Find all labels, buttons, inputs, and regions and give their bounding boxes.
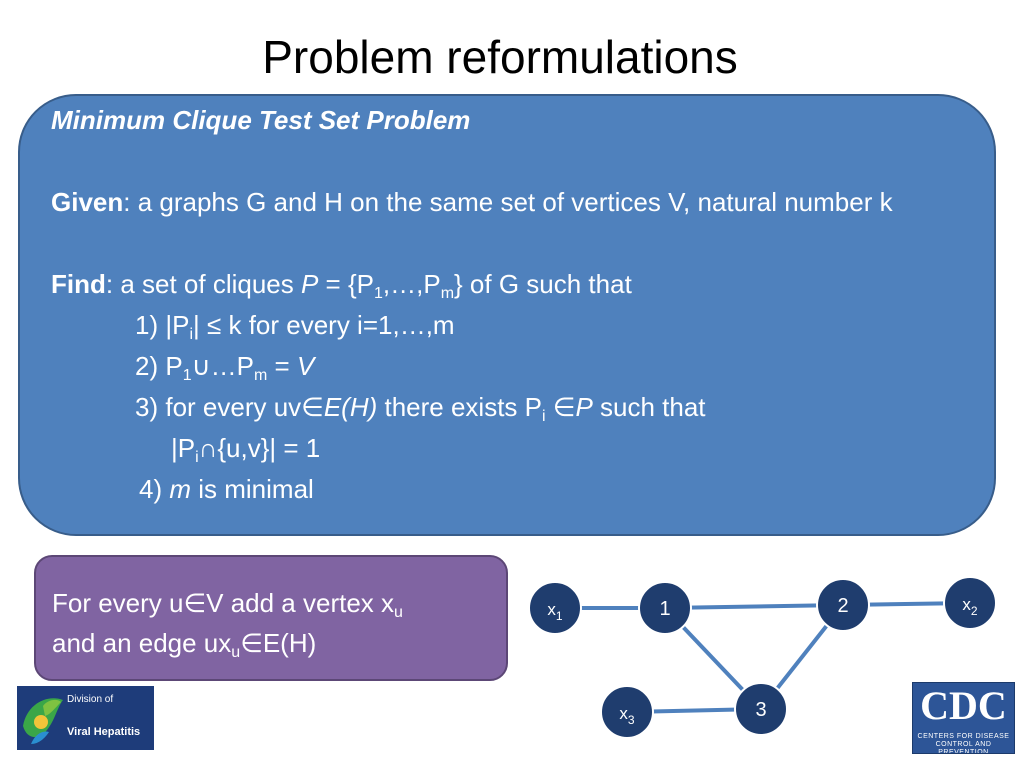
graph-node-label-x1: x1 (547, 600, 563, 623)
cdc-sub-line-2: CONTROL AND PREVENTION (935, 741, 992, 754)
find-line: Find: a set of cliques P = {P1,…,Pm} of … (51, 269, 632, 302)
graph-node-label-n3: 3 (755, 699, 766, 721)
dvh-division-text: Division of (67, 694, 114, 705)
graph-node-x3: x3 (600, 685, 654, 739)
reduction-note-box: For every u∈V add a vertex xu and an edg… (34, 555, 508, 681)
liver-icon (23, 698, 63, 744)
cdc-logo: CDC CENTERS FOR DISEASE CONTROL AND PREV… (912, 682, 1015, 754)
condition-1: 1) |Pi| ≤ k for every i=1,…,m (135, 310, 455, 343)
dvh-name-text: Viral Hepatitis (67, 726, 141, 738)
condition-2: 2) P1∪…Pm = V (135, 351, 315, 384)
graph-node-circle-x2 (943, 576, 997, 630)
graph-node-label-x3: x3 (619, 704, 635, 727)
condition-3: 3) for every uv∈E(H) there exists Pi ∈P … (135, 392, 706, 425)
cdc-sub-line-1: CENTERS FOR DISEASE (917, 733, 1010, 740)
graph-node-circle-x3 (600, 685, 654, 739)
given-text: : a graphs G and H on the same set of ve… (123, 187, 893, 217)
cdc-logo-text: CDC (920, 683, 1007, 728)
find-label: Find (51, 269, 106, 299)
note-line-1: For every u∈V add a vertex xu (52, 588, 403, 621)
graph-node-circle-n2 (816, 578, 870, 632)
graph-node-circle-n1 (638, 581, 692, 635)
problem-text: Minimum Clique Test Set Problem Given: a… (51, 100, 981, 510)
graph-node-x1: x1 (528, 581, 582, 635)
graph-node-circle-x1 (528, 581, 582, 635)
graph-nodes: x1 1 2 x2 x3 3 (528, 576, 997, 739)
graph-edge-n1-n2 (664, 603, 844, 610)
condition-4: 4) m is minimal (139, 474, 314, 504)
problem-heading: Minimum Clique Test Set Problem (51, 105, 471, 135)
slide-title: Problem reformulations (262, 31, 738, 83)
graph-node-label-n1: 1 (659, 598, 670, 620)
given-label: Given (51, 187, 124, 217)
problem-definition-box: Minimum Clique Test Set Problem Given: a… (18, 94, 996, 536)
note-line-2: and an edge uxu∈E(H) (52, 628, 317, 661)
graph-node-n1: 1 (638, 581, 692, 635)
graph-node-label-x2: x2 (962, 595, 978, 618)
graph-node-label-n2: 2 (837, 595, 848, 617)
graph-node-n2: 2 (816, 578, 870, 632)
graph-node-n3: 3 (734, 682, 788, 736)
condition-3-continued: |Pi∩{u,v}| = 1 (171, 433, 321, 466)
division-viral-hepatitis-logo: Division of Viral Hepatitis (17, 686, 154, 750)
graph-node-x2: x2 (943, 576, 997, 630)
given-paragraph: Given: a graphs G and H on the same set … (51, 182, 981, 223)
graph-node-circle-n3 (734, 682, 788, 736)
